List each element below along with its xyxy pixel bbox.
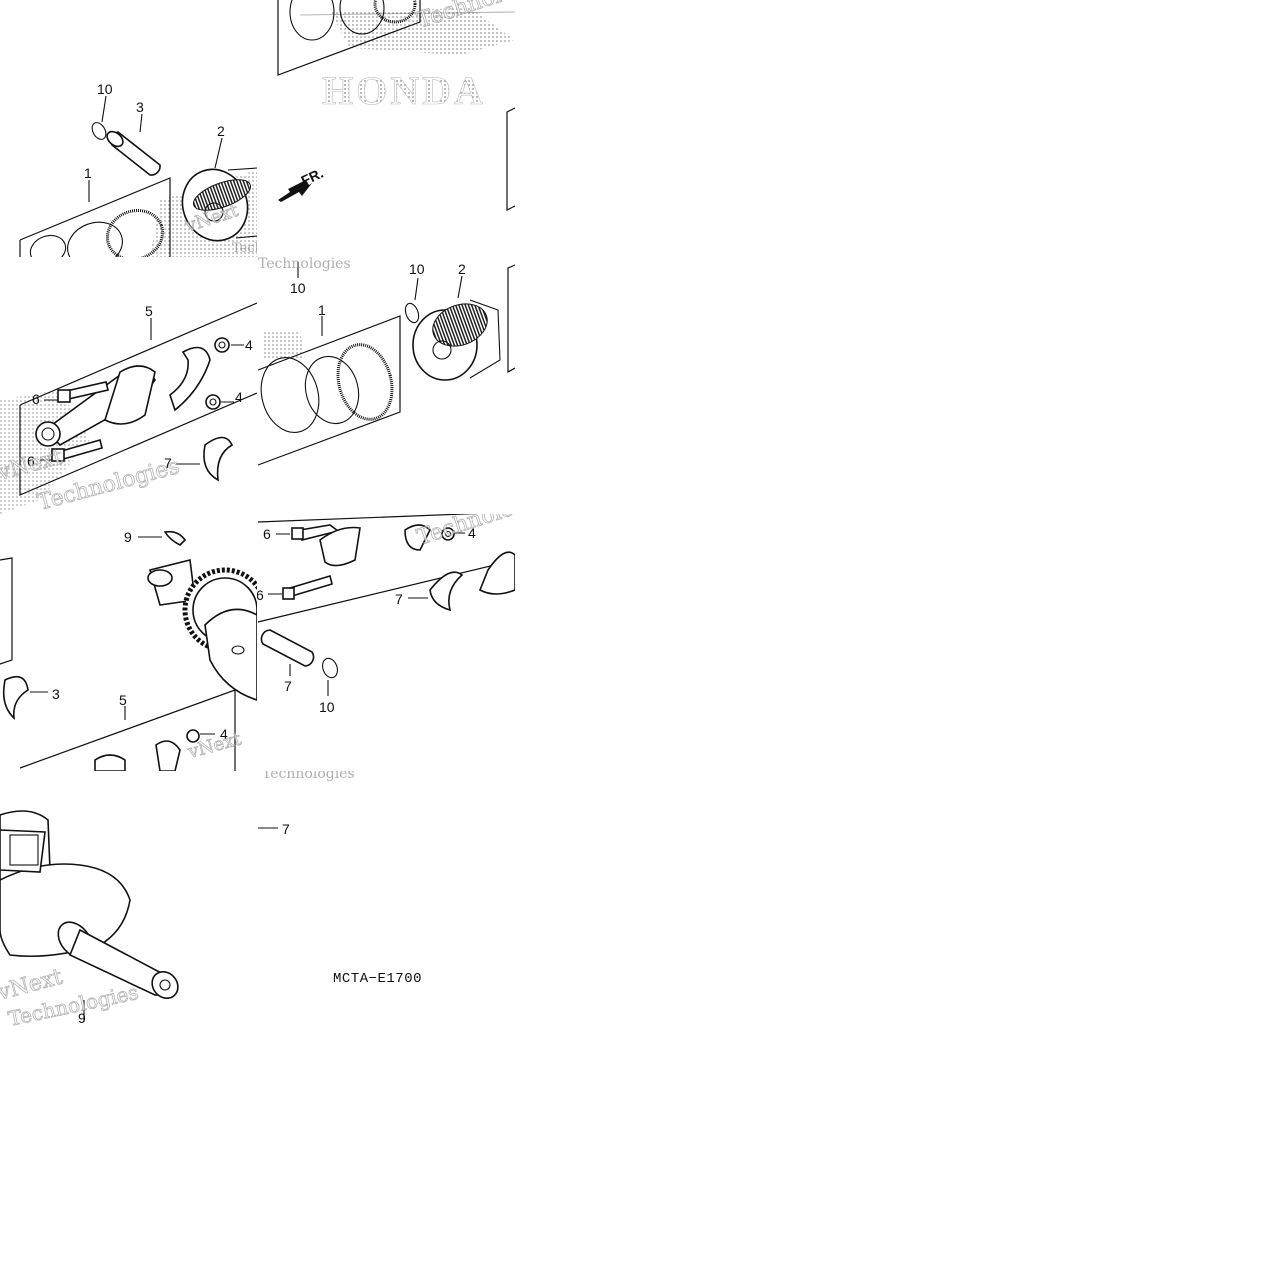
front-arrow-icon: FR. (278, 165, 326, 202)
callout-4c: 4 (220, 726, 228, 742)
watermark-text-8: Technologies (414, 482, 560, 551)
callout-6: 6 (32, 391, 40, 407)
callout-7d: 7 (282, 821, 290, 837)
callout-10: 10 (97, 81, 113, 97)
tile-piston-left: 10 3 2 1 vNext Technologies (19, 81, 318, 257)
callout-10c: 10 (409, 261, 425, 277)
tile-piston-right: 10 10 2 1 Technologies (257, 256, 515, 466)
tile-code: 7 Technologies (258, 766, 355, 837)
tile-crankshaft: 9 3 5 4 vNext (0, 529, 257, 771)
callout-1b: 1 (318, 302, 326, 318)
callout-7: 7 (164, 455, 172, 471)
callout-5: 5 (145, 303, 153, 319)
callout-9b: 9 (78, 1010, 86, 1026)
tile-crank-output: 9 vNext Technologies (0, 810, 179, 1028)
callout-7b: 3 (52, 686, 60, 702)
callout-7c: 7 (395, 591, 403, 607)
callout-10d: 10 (319, 699, 335, 715)
brand-logo-text: HONDA (322, 68, 486, 113)
callout-6c: 6 (263, 526, 271, 542)
callout-9: 9 (124, 529, 132, 545)
callout-6b: 6 (27, 453, 35, 469)
diagram-code: MCTA−E1700 (333, 971, 422, 987)
front-direction-label: FR. (299, 165, 326, 189)
callout-1: 1 (84, 165, 92, 181)
tile-brand: HONDA FR. Technologies (277, 0, 515, 211)
callout-3: 3 (136, 99, 144, 115)
watermark-text-11: Technologies (262, 766, 355, 782)
callout-6d: 6 (256, 587, 264, 603)
callout-3b: 7 (284, 678, 292, 694)
callout-5b: 5 (119, 692, 127, 708)
tile-conrod-right: 6 6 4 7 7 10 Technologies (256, 482, 560, 715)
callout-4b: 4 (235, 389, 243, 405)
tile-conrod-left: 5 4 4 6 6 7 Technologies vNext (0, 302, 257, 514)
watermark-text-6: Technologies (258, 256, 351, 272)
callout-4d: 4 (468, 525, 476, 541)
callout-2: 2 (217, 123, 225, 139)
callout-4: 4 (245, 337, 253, 353)
watermark-text-2: Technologies (232, 241, 318, 256)
callout-2b: 2 (458, 261, 466, 277)
callout-10b: 10 (290, 280, 306, 296)
